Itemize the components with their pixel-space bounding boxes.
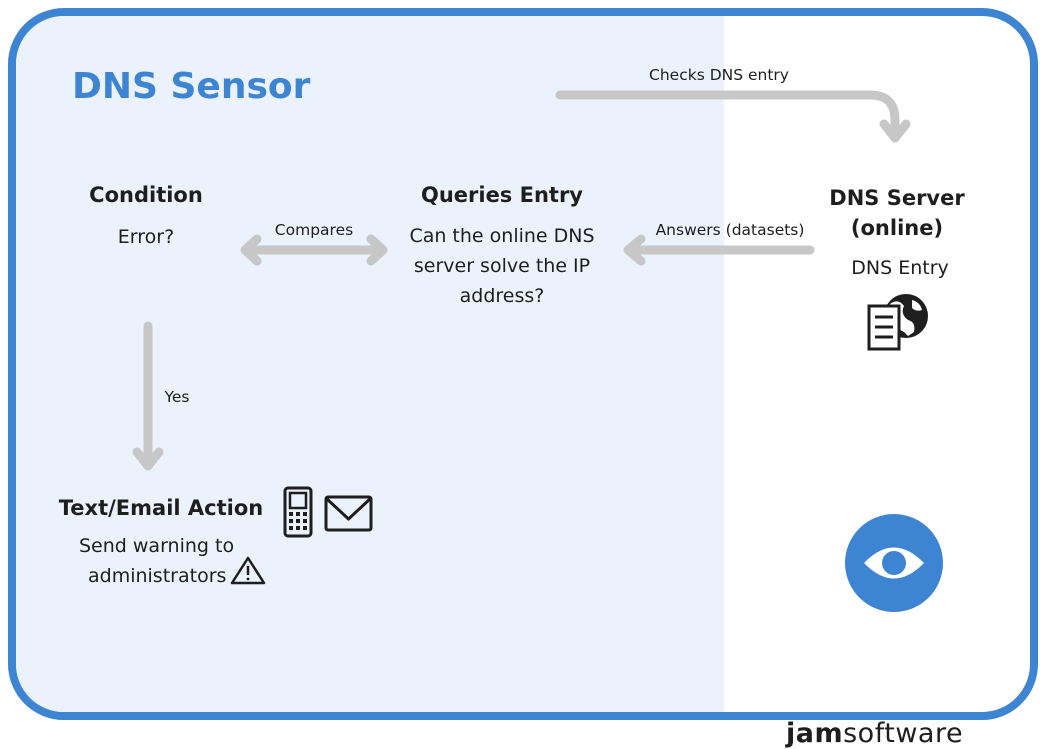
compares-arrowhead-left — [240, 234, 262, 266]
action-title: Text/Email Action — [58, 496, 264, 520]
condition-title: Condition — [89, 183, 203, 207]
action-text: Send warning to administrators — [58, 531, 258, 591]
queries-line: server solve the IP — [413, 255, 591, 277]
diagram-frame — [8, 8, 1038, 720]
yes-label: Yes — [164, 388, 190, 406]
server-globe-icon — [867, 294, 928, 351]
answers-arrowhead — [623, 234, 646, 266]
warning-triangle-icon — [230, 556, 266, 585]
checks-arrowhead — [879, 119, 911, 143]
server-title-line: DNS Server — [829, 186, 965, 210]
eye-icon — [845, 514, 943, 612]
mobile-phone-icon — [283, 486, 313, 538]
jam-software-logo: jamsoftware — [786, 718, 963, 749]
compares-arrowhead-right — [366, 234, 388, 266]
diagram-heading: DNS Sensor — [72, 66, 311, 107]
sensor-zone — [16, 16, 724, 712]
compares-label: Compares — [274, 221, 354, 239]
server-title: DNS Server (online) — [797, 183, 997, 243]
server-title-line: (online) — [850, 216, 944, 240]
server-text: DNS Entry — [851, 257, 949, 279]
envelope-icon — [324, 495, 373, 532]
checks-arrow — [555, 90, 900, 131]
condition-text: Error? — [117, 226, 175, 248]
action-line: administrators — [88, 565, 227, 587]
action-line: Send warning to — [79, 535, 235, 557]
checks-label: Checks DNS entry — [649, 66, 789, 84]
queries-line: address? — [459, 285, 545, 307]
yes-arrowhead — [132, 447, 164, 471]
logo-bold: jam — [786, 718, 844, 749]
queries-text: Can the online DNS server solve the IP a… — [372, 221, 632, 311]
logo-light: software — [843, 718, 964, 749]
queries-title: Queries Entry — [420, 183, 584, 207]
queries-line: Can the online DNS — [409, 225, 595, 247]
answers-label: Answers (datasets) — [655, 221, 805, 239]
